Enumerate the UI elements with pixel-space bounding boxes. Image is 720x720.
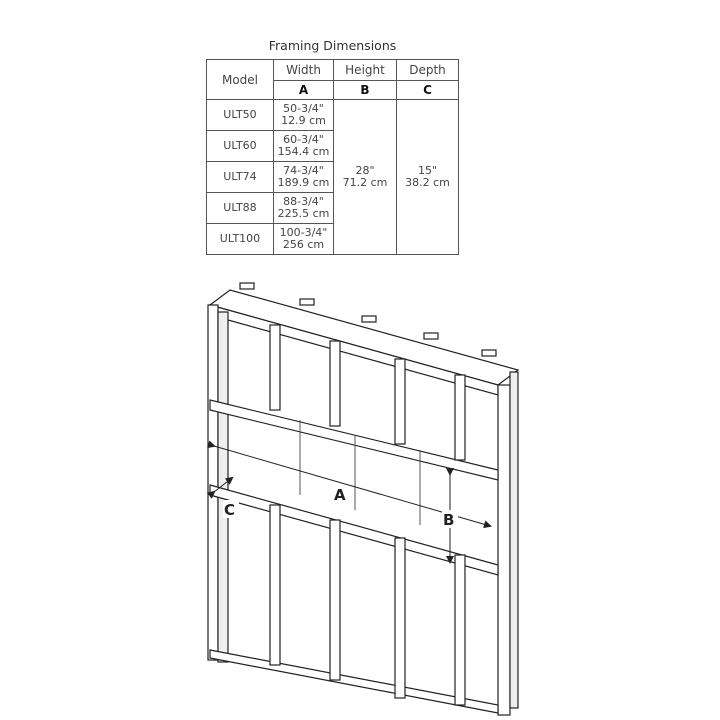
label-c: C	[224, 501, 235, 519]
table-row: ULT74 74-3/4"189.9 cm	[206, 161, 459, 193]
width-cell: 50-3/4"12.9 cm	[273, 99, 334, 131]
depth-cell: 15"38.2 cm	[396, 99, 459, 255]
header-depth: Depth	[396, 59, 459, 81]
width-cell: 100-3/4"256 cm	[273, 223, 334, 255]
dimension-c-arrow	[206, 476, 234, 499]
table-row: ULT50 50-3/4"12.9 cm 28"71.2 cm 15"38.2 …	[206, 99, 459, 255]
label-a: A	[334, 486, 346, 504]
width-cell: 60-3/4"154.4 cm	[273, 130, 334, 162]
header-model: Model	[206, 59, 274, 100]
table-title: Framing Dimensions	[268, 38, 397, 53]
model-cell: ULT100	[206, 223, 274, 255]
model-cell: ULT74	[206, 161, 274, 193]
label-b: B	[443, 511, 454, 529]
header-depth-key: C	[396, 80, 459, 100]
width-cell: 74-3/4"189.9 cm	[273, 161, 334, 193]
table-row: ULT60 60-3/4"154.4 cm	[206, 130, 459, 162]
framing-dimensions-table: Model Width Height Depth A B C ULT50 50-…	[206, 59, 459, 255]
table-row: ULT100 100-3/4"256 cm	[206, 223, 459, 255]
